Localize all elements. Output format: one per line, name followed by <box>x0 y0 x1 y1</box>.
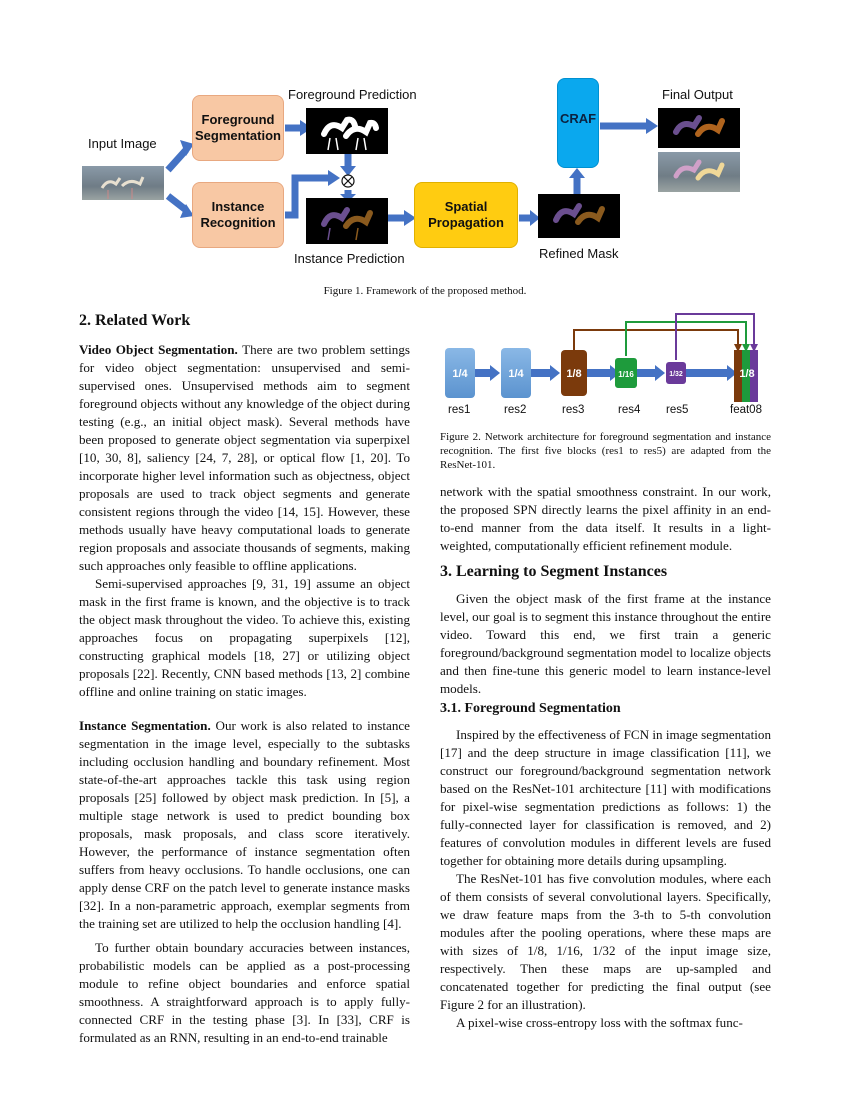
is-runin-heading: Instance Segmentation. <box>79 718 211 733</box>
block-res3-scale: 1/8 <box>566 368 581 380</box>
foreground-segmentation-box: Foreground Segmentation <box>192 95 284 161</box>
figure-2-caption: Figure 2. Network architecture for foreg… <box>440 431 771 471</box>
block-res4-scale: 1/16 <box>618 370 634 379</box>
vos-body: There are two problem settings for video… <box>79 342 410 573</box>
figure-1: Input Image Foreground Prediction Instan… <box>80 78 770 278</box>
figure-2-diagram: 1/4 1/4 1/8 1/16 1/32 1/8 <box>445 313 758 402</box>
paragraph-instance-seg: Instance Segmentation. Our work is also … <box>79 717 410 933</box>
figure-2: 1/4 1/4 1/8 1/16 1/32 1/8 res1 res2 res3… <box>440 310 770 420</box>
block-feat08-scale: 1/8 <box>739 368 754 380</box>
paragraph-fcn: Inspired by the effectiveness of FCN in … <box>440 727 771 868</box>
label-res4: res4 <box>618 404 641 416</box>
subsection-3-1-title: 3.1. Foreground Segmentation <box>440 701 621 716</box>
foreground-prediction-label: Foreground Prediction <box>288 87 417 102</box>
is-body: Our work is also related to instance seg… <box>79 718 410 931</box>
paragraph-resnet: The ResNet-101 has five convolution modu… <box>440 871 771 1012</box>
final-output-photo-image <box>658 152 740 192</box>
spatial-propagation-box: Spatial Propagation <box>414 182 518 248</box>
input-image-label: Input Image <box>88 136 157 151</box>
paragraph-semi: Semi-supervised approaches [9, 31, 19] a… <box>79 576 410 699</box>
section-3-title: 3. Learning to Segment Instances <box>440 563 668 580</box>
arrow-input-to-fg <box>165 147 189 173</box>
instance-recognition-box: Instance Recognition <box>192 182 284 248</box>
label-res3: res3 <box>562 404 585 416</box>
paragraph-boundary: To further obtain boundary accuracies be… <box>79 940 410 1045</box>
vos-runin-heading: Video Object Segmentation. <box>79 342 238 357</box>
paragraph-loss: A pixel-wise cross-entropy loss with the… <box>456 1015 743 1030</box>
right-column-intro: Given the object mask of the first frame… <box>440 590 771 698</box>
label-res1: res1 <box>448 404 471 416</box>
final-output-label: Final Output <box>662 87 733 102</box>
final-output-mask-image <box>658 108 740 148</box>
label-res5: res5 <box>666 404 689 416</box>
label-feat08: feat08 <box>730 404 762 416</box>
arrow-input-to-ir <box>165 193 189 213</box>
left-column: Video Object Segmentation. There are two… <box>79 341 410 1047</box>
paragraph-continuation: network with the spatial smoothness cons… <box>440 484 771 553</box>
block-res1-scale: 1/4 <box>452 368 468 380</box>
block-res5-scale: 1/32 <box>669 371 683 378</box>
arrow-ir-to-otimes <box>285 174 330 219</box>
label-res2: res2 <box>504 404 527 416</box>
refined-mask-image <box>538 194 620 238</box>
refined-mask-label: Refined Mask <box>539 246 619 261</box>
block-res2-scale: 1/4 <box>508 368 524 380</box>
instance-prediction-image <box>306 198 388 244</box>
foreground-prediction-image <box>306 108 388 154</box>
instance-prediction-label: Instance Prediction <box>294 251 405 266</box>
right-column-top: network with the spatial smoothness cons… <box>440 483 771 555</box>
figure-1-arrows <box>165 118 658 226</box>
paragraph-vos: Video Object Segmentation. There are two… <box>79 341 410 575</box>
right-column-body: Inspired by the effectiveness of FCN in … <box>440 726 771 1032</box>
craf-box: CRAF <box>557 78 599 168</box>
figure-1-caption: Figure 1. Framework of the proposed meth… <box>323 285 527 297</box>
input-image <box>82 166 164 200</box>
paragraph-intro: Given the object mask of the first frame… <box>440 591 771 696</box>
section-2-title: 2. Related Work <box>79 312 191 329</box>
